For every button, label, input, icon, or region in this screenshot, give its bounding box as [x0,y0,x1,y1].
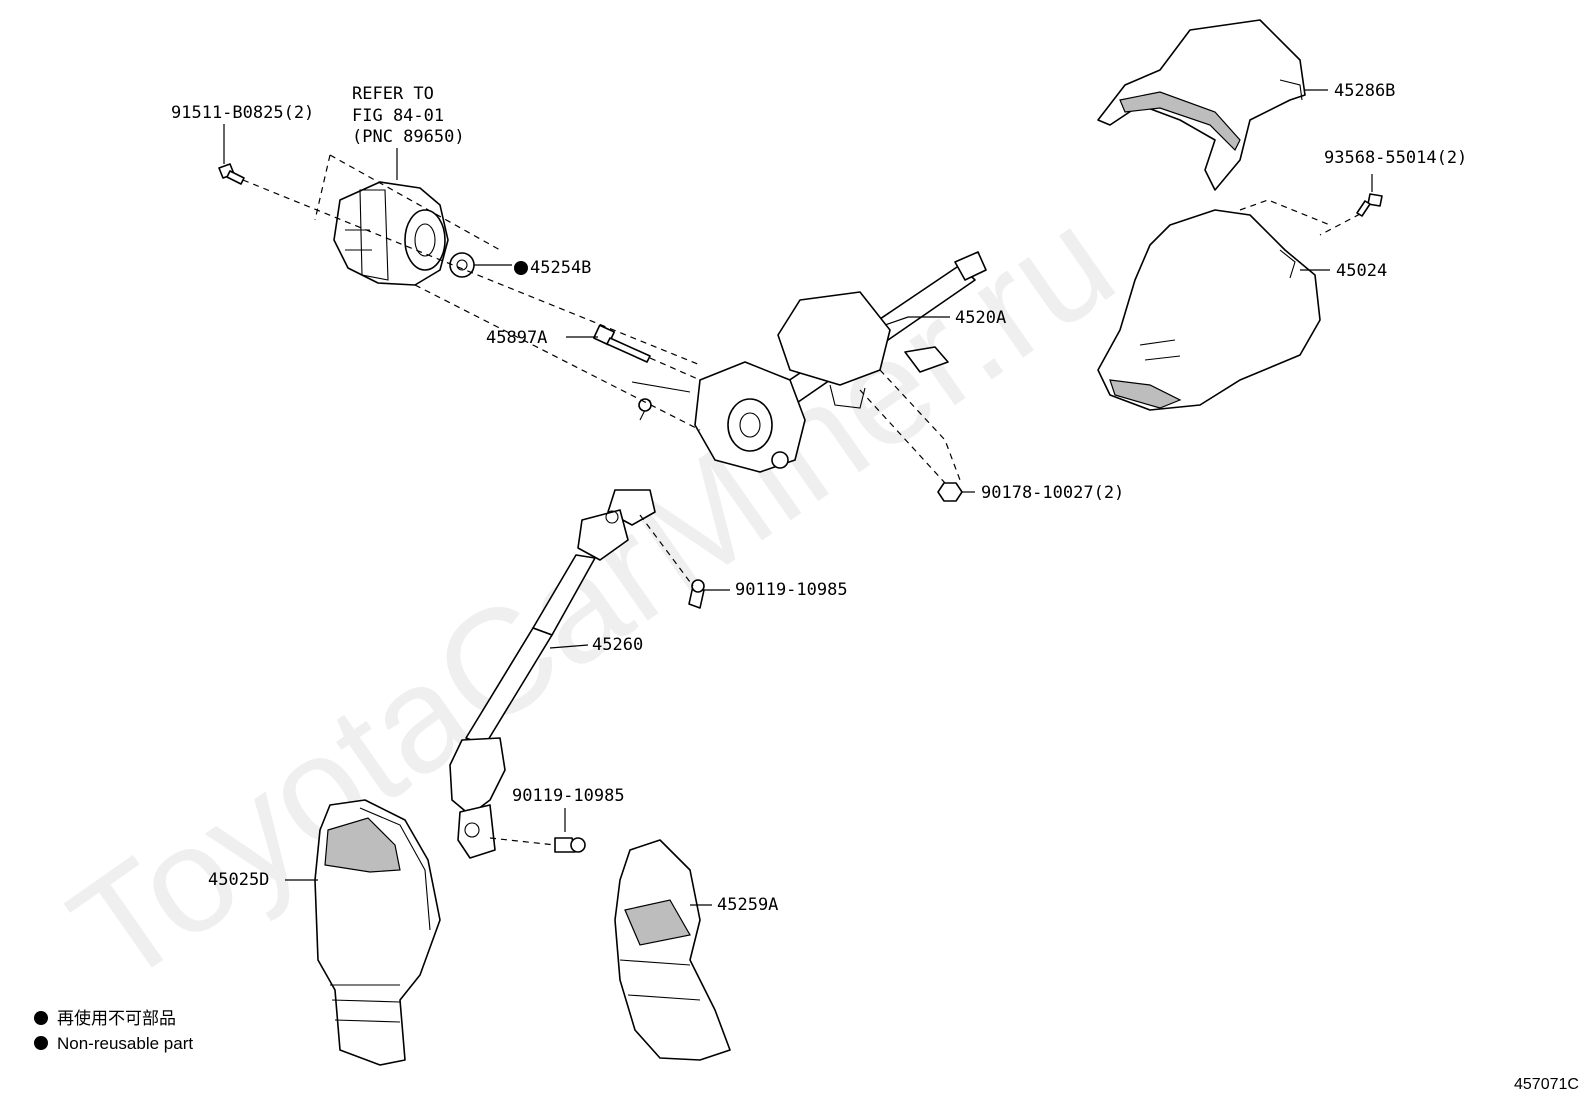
refer-note: REFER TO FIG 84-01 (PNC 89650) [352,84,465,147]
label-45254B[interactable]: 45254B [530,258,591,278]
cover-45025D[interactable] [314,799,441,1066]
bolt-45897A[interactable] [592,324,651,363]
label-bolt-91511[interactable]: 91511-B0825(2) [171,103,314,123]
label-45260[interactable]: 45260 [592,635,643,655]
eps-motor-assembly[interactable] [333,181,449,286]
refer-note-line2: FIG 84-01 [352,106,444,126]
steering-column-4520A[interactable] [631,251,987,473]
cover-45259A[interactable] [614,839,731,1061]
legend-dot-en [34,1036,48,1050]
legend: 再使用不可部品 Non-reusable part [34,1008,193,1053]
label-screw-93568[interactable]: 93568-55014(2) [1324,148,1467,168]
legend-en: Non-reusable part [57,1034,193,1053]
label-45259A[interactable]: 45259A [717,895,778,915]
assembly-lines [242,154,1361,846]
bolt-90119-lower[interactable] [554,837,586,853]
leader-lines [223,89,1373,906]
nut-90178[interactable] [937,482,963,502]
coupling-45254B[interactable] [449,252,475,278]
non-reusable-dot [514,261,528,275]
label-bolt-90119-lower[interactable]: 90119-10985 [512,786,625,806]
watermark: ToyotaCarMiner.ru [42,176,1142,1017]
label-45897A[interactable]: 45897A [486,328,547,348]
label-45024[interactable]: 45024 [1336,261,1387,281]
bolt-91511[interactable] [218,163,245,185]
legend-dot-jp [34,1011,48,1025]
label-bolt-90119-upper[interactable]: 90119-10985 [735,580,848,600]
refer-note-line1: REFER TO [352,84,434,104]
intermediate-shaft-45260[interactable] [449,489,656,859]
label-4520A[interactable]: 4520A [955,308,1006,328]
bolt-90119-upper[interactable] [688,579,705,609]
legend-jp: 再使用不可部品 [57,1008,176,1028]
figure-id: 457071C [1514,1076,1579,1093]
cover-45024[interactable] [1097,209,1321,411]
label-nut-90178[interactable]: 90178-10027(2) [981,483,1124,503]
cover-45286B[interactable] [1097,19,1306,191]
screw-93568[interactable] [1356,193,1383,217]
refer-note-line3: (PNC 89650) [352,127,465,147]
label-45025D[interactable]: 45025D [208,870,269,890]
label-45286B[interactable]: 45286B [1334,81,1395,101]
